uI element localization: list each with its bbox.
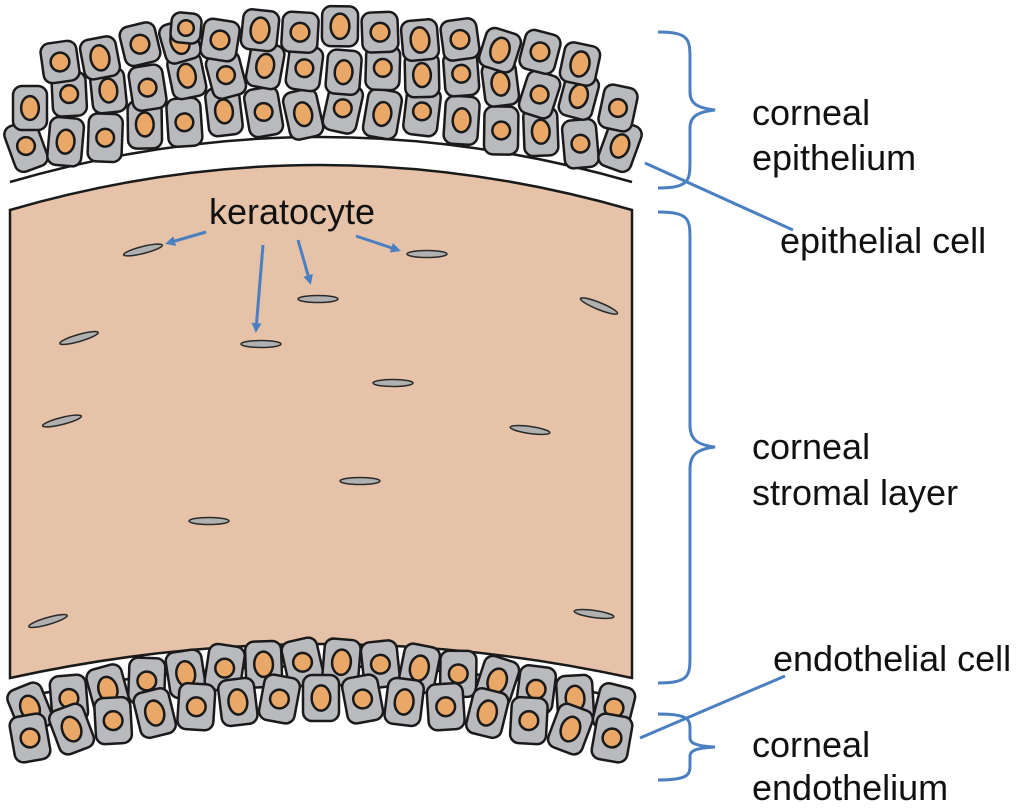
epithelial-cell-layer <box>2 6 644 174</box>
endothelial-cell-label: endothelial cell <box>773 638 1011 679</box>
cell-nucleus <box>175 113 194 132</box>
cell-nucleus <box>98 78 118 104</box>
cell <box>558 41 602 88</box>
keratocyte <box>407 251 447 258</box>
cell <box>561 118 599 169</box>
cell-nucleus <box>331 649 352 676</box>
corneal-epithelium-label-line1: corneal <box>752 92 870 133</box>
cell <box>439 17 480 61</box>
cell <box>281 87 325 141</box>
cell <box>8 712 51 764</box>
cell-nucleus <box>209 29 230 50</box>
cell <box>597 83 639 133</box>
cell <box>325 49 362 96</box>
cell-nucleus <box>178 20 195 37</box>
cell <box>362 87 404 140</box>
cell-nucleus <box>412 102 432 122</box>
cell <box>281 11 319 53</box>
cell <box>166 97 203 147</box>
cell <box>39 40 80 85</box>
cell-nucleus <box>492 122 510 140</box>
cell-nucleus <box>56 129 76 154</box>
cell <box>303 675 339 721</box>
cell-nucleus <box>253 102 273 122</box>
cell <box>177 683 216 731</box>
cell-nucleus <box>334 60 354 85</box>
keratocyte <box>373 380 413 387</box>
cell-nucleus <box>294 58 314 78</box>
cell-nucleus <box>452 108 471 133</box>
cell <box>199 17 241 62</box>
cell <box>443 95 480 145</box>
corneal-stroma-label-line1: corneal <box>752 426 870 467</box>
cell <box>258 673 302 725</box>
corneal-endothelium-label-line1: corneal <box>752 724 870 765</box>
cell-nucleus <box>214 657 235 678</box>
cell <box>170 12 203 45</box>
cell <box>517 28 562 76</box>
keratocyte <box>189 518 229 525</box>
cell <box>341 673 385 725</box>
cell-nucleus <box>452 64 471 83</box>
endothelium-brace <box>658 714 715 780</box>
cell-nucleus <box>519 711 539 731</box>
stromal-layer <box>10 165 632 678</box>
keratocyte-label: keratocyte <box>209 191 375 232</box>
cell <box>384 677 425 727</box>
cell <box>510 697 548 745</box>
cell-nucleus <box>290 22 310 42</box>
cell-nucleus <box>370 654 391 675</box>
cell-nucleus <box>410 27 431 54</box>
cell <box>13 86 47 130</box>
cell-nucleus <box>254 651 274 677</box>
corneal-stroma-label-line2: stromal layer <box>752 472 958 513</box>
cell-nucleus <box>60 85 79 104</box>
cell <box>361 12 398 53</box>
cell-nucleus <box>374 59 392 77</box>
cell-nucleus <box>449 29 470 50</box>
cell <box>400 19 439 62</box>
keratocyte <box>298 296 338 303</box>
cell <box>94 697 132 745</box>
cell <box>118 21 162 68</box>
cell-nucleus <box>370 23 389 42</box>
cell <box>590 712 633 764</box>
cell <box>484 106 519 154</box>
cell-nucleus <box>186 697 206 717</box>
keratocyte <box>241 341 281 348</box>
cell <box>217 677 258 727</box>
epithelium-brace <box>658 32 715 188</box>
cell-nucleus <box>532 119 551 144</box>
cell-nucleus <box>331 14 350 39</box>
cell-nucleus <box>436 697 456 717</box>
keratocyte <box>340 478 380 485</box>
cell-nucleus <box>138 78 158 98</box>
cell <box>322 6 358 46</box>
cell-nucleus <box>137 671 156 690</box>
corneal-epithelium-label-line2: epithelium <box>752 137 916 178</box>
cell <box>426 683 465 731</box>
cell-nucleus <box>21 96 39 120</box>
corneal-endothelium-label-line2: endothelium <box>752 767 948 808</box>
cell-nucleus <box>136 112 154 136</box>
cell <box>127 63 167 112</box>
cell-nucleus <box>49 51 70 72</box>
cell-nucleus <box>312 685 331 710</box>
stroma-brace <box>658 212 715 683</box>
cell-nucleus <box>413 63 431 87</box>
cell <box>47 116 85 167</box>
cell <box>243 85 285 138</box>
cell <box>87 113 123 162</box>
cell-nucleus <box>571 134 590 153</box>
cell <box>240 8 280 52</box>
cell <box>79 35 122 81</box>
cell-nucleus <box>103 711 123 731</box>
cell-nucleus <box>449 664 468 683</box>
epithelial-cell-label: epithelial cell <box>780 220 986 261</box>
cell-nucleus <box>96 129 114 147</box>
